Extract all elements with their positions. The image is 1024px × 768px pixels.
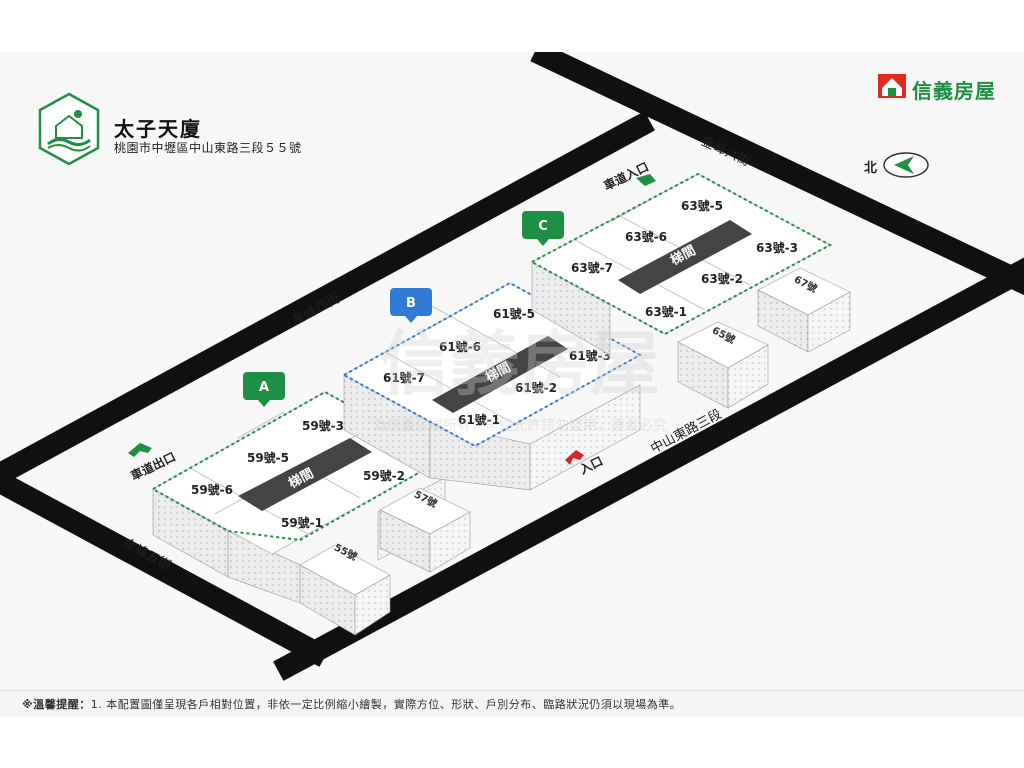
north-indicator: 北: [860, 150, 932, 182]
roads: [0, 52, 1024, 681]
disclaimer-text: ※溫馨提醒：1. 本配置圖僅呈現各戶相對位置，非依一定比例縮小繪製，實際方位、形…: [22, 696, 681, 712]
unit-61-5: 61號-5: [493, 306, 535, 321]
building-b-stairs: [432, 336, 568, 413]
unit-59-3: 59號-3: [302, 418, 344, 433]
unit-59-6: 59號-6: [191, 482, 233, 497]
disclaimer-body: 1. 本配置圖僅呈現各戶相對位置，非依一定比例縮小繪製，實際方位、形狀、戶別分布…: [90, 698, 682, 711]
building-a-stairs: [238, 438, 372, 511]
svg-text:A: A: [259, 380, 269, 395]
marker-a: A: [243, 372, 285, 407]
unit-63-7: 63號-7: [571, 260, 613, 275]
road-north-west: [0, 111, 655, 487]
unit-63-1: 63號-1: [645, 304, 687, 319]
road-north-east: [530, 52, 1024, 296]
building-name: 太子天廈: [114, 117, 202, 141]
building-c: 63號-5 63號-6 63號-7 63號-3 63號-2 63號-1 梯間 6…: [529, 172, 851, 409]
unit-59-5: 59號-5: [247, 450, 289, 465]
brand-logo: [878, 74, 906, 98]
svg-text:為信義房屋所有，未經允許請勿盜用，違者必究: 為信義房屋所有，未經允許請勿盜用，違者必究: [373, 417, 667, 434]
svg-text:信義房屋: 信義房屋: [380, 323, 660, 405]
unit-63-6: 63號-6: [625, 229, 667, 244]
unit-61-3: 61號-3: [569, 348, 611, 363]
marker-b: B: [390, 288, 432, 323]
unit-63-2: 63號-2: [701, 271, 743, 286]
marker-c: C: [522, 211, 564, 246]
building-c-stairs: [618, 220, 752, 294]
disclaimer-prefix: ※溫馨提醒：: [22, 698, 91, 711]
unit-63-5: 63號-5: [681, 198, 723, 213]
svg-text:B: B: [406, 296, 416, 311]
disclaimer-bar: ※溫馨提醒：1. 本配置圖僅呈現各戶相對位置，非依一定比例縮小繪製，實際方位、形…: [0, 690, 1024, 717]
north-label: 北: [864, 161, 878, 176]
unit-61-2: 61號-2: [515, 380, 557, 395]
road-south-west: [0, 469, 330, 667]
brand-name: 信義房屋: [912, 79, 996, 103]
road-south-east: [273, 257, 1024, 681]
site-plan-map: 59號-6 59號-5 59號-3 59號-1 59號-2 梯間 55號 57號…: [0, 52, 1024, 690]
building-address: 桃園市中壢區中山東路三段５５號: [114, 141, 302, 155]
building-logo: [34, 90, 104, 168]
unit-61-6: 61號-6: [439, 339, 481, 354]
building-logo-icon: [38, 92, 100, 166]
unit-59-1: 59號-1: [281, 515, 323, 530]
svg-text:C: C: [538, 219, 548, 234]
unit-59-2: 59號-2: [363, 468, 405, 483]
unit-63-3: 63號-3: [756, 240, 798, 255]
north-arrow-icon: [883, 152, 929, 178]
unit-61-7: 61號-7: [383, 370, 425, 385]
brand-house-icon: [878, 74, 906, 98]
unit-61-1: 61號-1: [458, 412, 500, 427]
watermark: 信義房屋 為信義房屋所有，未經允許請勿盜用，違者必究: [373, 323, 667, 434]
